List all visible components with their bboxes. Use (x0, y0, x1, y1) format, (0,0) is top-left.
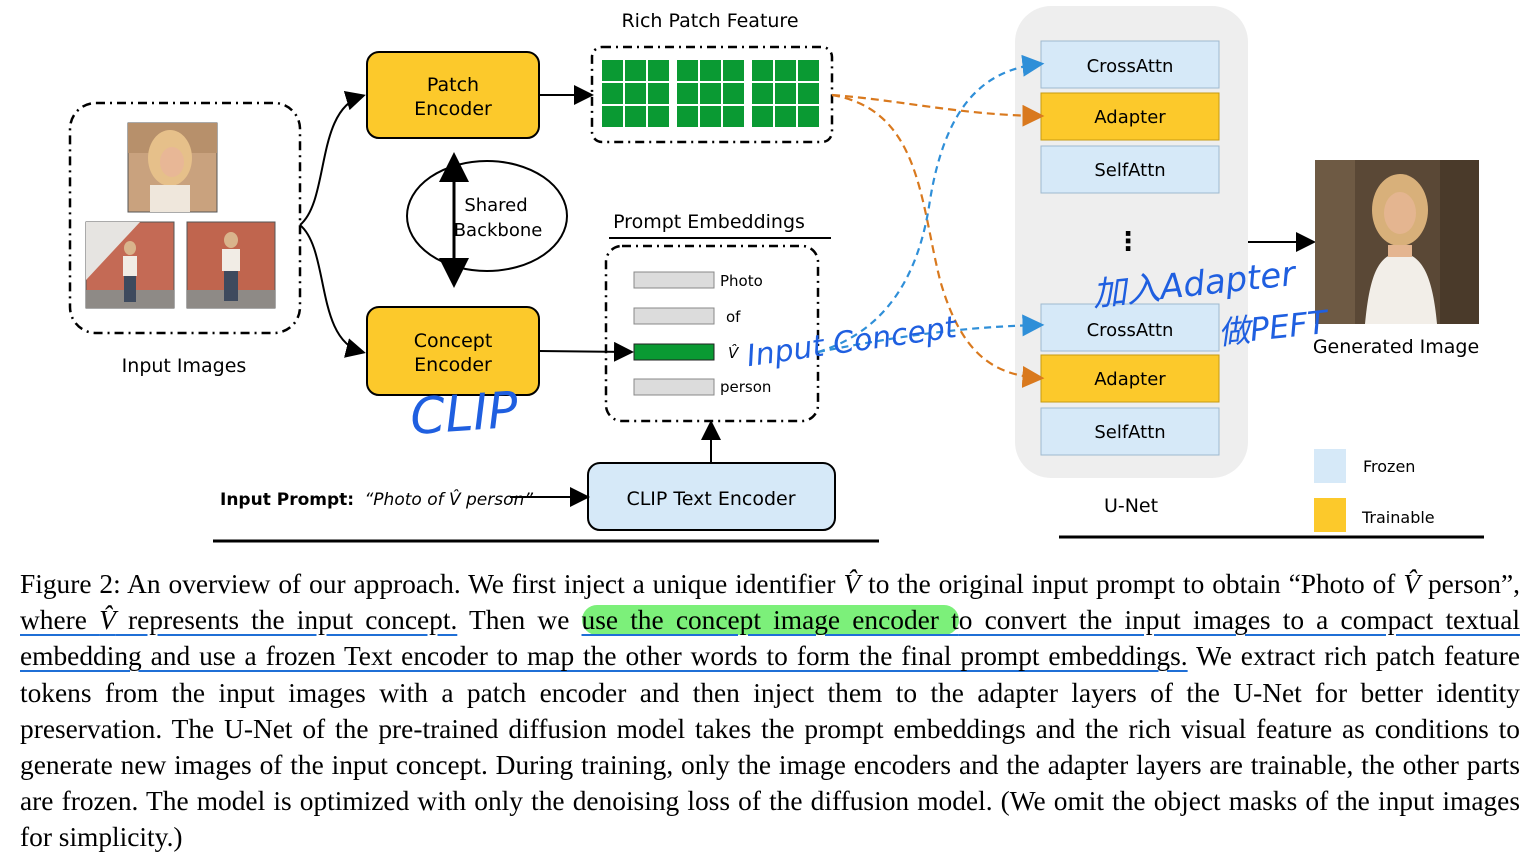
caption-seg9: We extract rich patch feature tokens fro… (20, 641, 1520, 853)
patch-cell (625, 83, 646, 104)
legend-frozen-label: Frozen (1363, 457, 1415, 476)
unet-block-label-2: SelfAttn (1094, 160, 1165, 181)
orange-arrow-to-adapter-bottom (831, 93, 1045, 388)
patch-cell (775, 106, 796, 127)
unet-block-crossattn-top (1040, 40, 1220, 89)
shared-backbone-ellipse (406, 160, 568, 272)
patch-cell (798, 83, 819, 104)
caption-seg4: where (20, 605, 100, 636)
input-prompt-text: “Photo of V̂ person” (364, 489, 533, 510)
generated-image (1315, 160, 1479, 324)
token-photo-label: Photo (720, 272, 763, 290)
token-concept-label: V̂ (728, 343, 740, 362)
patch-cell (677, 106, 698, 127)
patch-feature-grids (602, 60, 819, 127)
patch-cell (752, 83, 773, 104)
patch-cell (700, 106, 721, 127)
patch-cell (602, 60, 623, 81)
handwritten-clip: CLIP (408, 381, 520, 446)
arrow-to-patch-encoder (299, 91, 366, 226)
patch-cell (648, 106, 669, 127)
caption-underlined-convert: o convert the input images to a compact … (20, 605, 1520, 672)
clip-text-encoder-label: CLIP Text Encoder (626, 488, 795, 510)
unet-block-label-4: Adapter (1094, 369, 1166, 390)
token-person-label: person (720, 378, 771, 396)
patch-cell (602, 83, 623, 104)
input-photo-wall-left (85, 221, 175, 309)
patch-cell (723, 60, 744, 81)
patch-cell (700, 60, 721, 81)
patch-cell (602, 106, 623, 127)
patch-cell (625, 60, 646, 81)
input-photo-wall-right (186, 221, 276, 309)
caption-seg1: Figure 2: An overview of our approach. W… (20, 569, 844, 599)
shared-backbone-label-2: Backbone (454, 220, 543, 241)
caption-underlined-where: where V̂ represents the input concept. (20, 605, 457, 635)
patch-cell (775, 60, 796, 81)
caption-vhat-1: V̂ (843, 569, 861, 599)
input-prompt: Input Prompt: “Photo of V̂ person” (220, 489, 533, 510)
arrow-concept-to-token (538, 341, 634, 362)
method-overview-figure: Input Images Patch Encoder Shared Backbo… (68, 6, 1484, 543)
input-prompt-prefix: Input Prompt: (220, 490, 354, 510)
patch-encoder-label-1: Patch (427, 74, 479, 96)
caption-vhat-2: V̂ (1403, 569, 1421, 599)
unet-block-label-3: CrossAttn (1087, 320, 1174, 341)
handwritten-input-concept: Input Concept (744, 310, 959, 374)
token-of-bar (633, 307, 715, 325)
patch-cell (625, 106, 646, 127)
patch-cell (798, 60, 819, 81)
rich-patch-feature-group (590, 45, 834, 144)
patch-cell (723, 83, 744, 104)
unet-block-crossattn-bottom (1040, 303, 1220, 352)
input-images-label: Input Images (122, 355, 247, 377)
unet-block-selfattn-bottom (1040, 407, 1220, 456)
caption-seg6: Then we (457, 605, 582, 636)
input-images-group (68, 101, 302, 335)
unet-block-adapter-top (1040, 92, 1220, 141)
caption-highlight-concept-encoder: use the concept image encoder t (581, 605, 959, 636)
patch-cell (752, 106, 773, 127)
prompt-embeddings-label: Prompt Embeddings (613, 211, 805, 233)
generated-image-label: Generated Image (1313, 336, 1479, 358)
caption-seg5: represents the input concept. (115, 605, 458, 636)
patch-cell (677, 60, 698, 81)
patch-cell (648, 60, 669, 81)
token-person-bar (633, 378, 715, 396)
token-photo-bar (633, 271, 715, 289)
patch-cell (798, 106, 819, 127)
caption-seg2: to the original input prompt to obtain “… (860, 569, 1404, 599)
input-photo-portrait (127, 122, 218, 213)
concept-encoder-label-1: Concept (414, 330, 493, 352)
figure-caption: Figure 2: An overview of our approach. W… (20, 566, 1520, 856)
unet-block-label-5: SelfAttn (1094, 422, 1165, 443)
caption-seg3: person”, (1420, 569, 1520, 599)
token-of-label: of (726, 308, 741, 326)
token-concept-bar (633, 343, 715, 361)
patch-encoder-label-2: Encoder (414, 98, 492, 120)
caption-vhat-3: V̂ (99, 605, 116, 636)
legend-trainable-swatch (1314, 498, 1346, 532)
legend-trainable-label: Trainable (1361, 508, 1435, 527)
patch-cell (775, 83, 796, 104)
patch-cell (752, 60, 773, 81)
patch-cell (723, 106, 744, 127)
unet-ellipsis: ⋮ (1115, 227, 1141, 257)
unet-block-label-1: Adapter (1094, 107, 1166, 128)
blue-arrow-to-crossattn-bottom (817, 314, 1045, 354)
unet-label: U-Net (1104, 495, 1158, 517)
rich-patch-feature-label: Rich Patch Feature (621, 10, 798, 32)
blue-arrow-to-crossattn-top (817, 54, 1045, 354)
unet-block-label-0: CrossAttn (1087, 56, 1174, 77)
legend-frozen-swatch (1314, 449, 1346, 483)
patch-cell (648, 83, 669, 104)
unet-block-adapter-bottom (1040, 354, 1220, 403)
patch-cell (677, 83, 698, 104)
concept-encoder-label-2: Encoder (414, 354, 492, 376)
shared-backbone-label-1: Shared (464, 195, 527, 216)
unet-block-selfattn-top (1040, 145, 1220, 194)
arrow-to-concept-encoder (299, 224, 366, 358)
patch-cell (700, 83, 721, 104)
